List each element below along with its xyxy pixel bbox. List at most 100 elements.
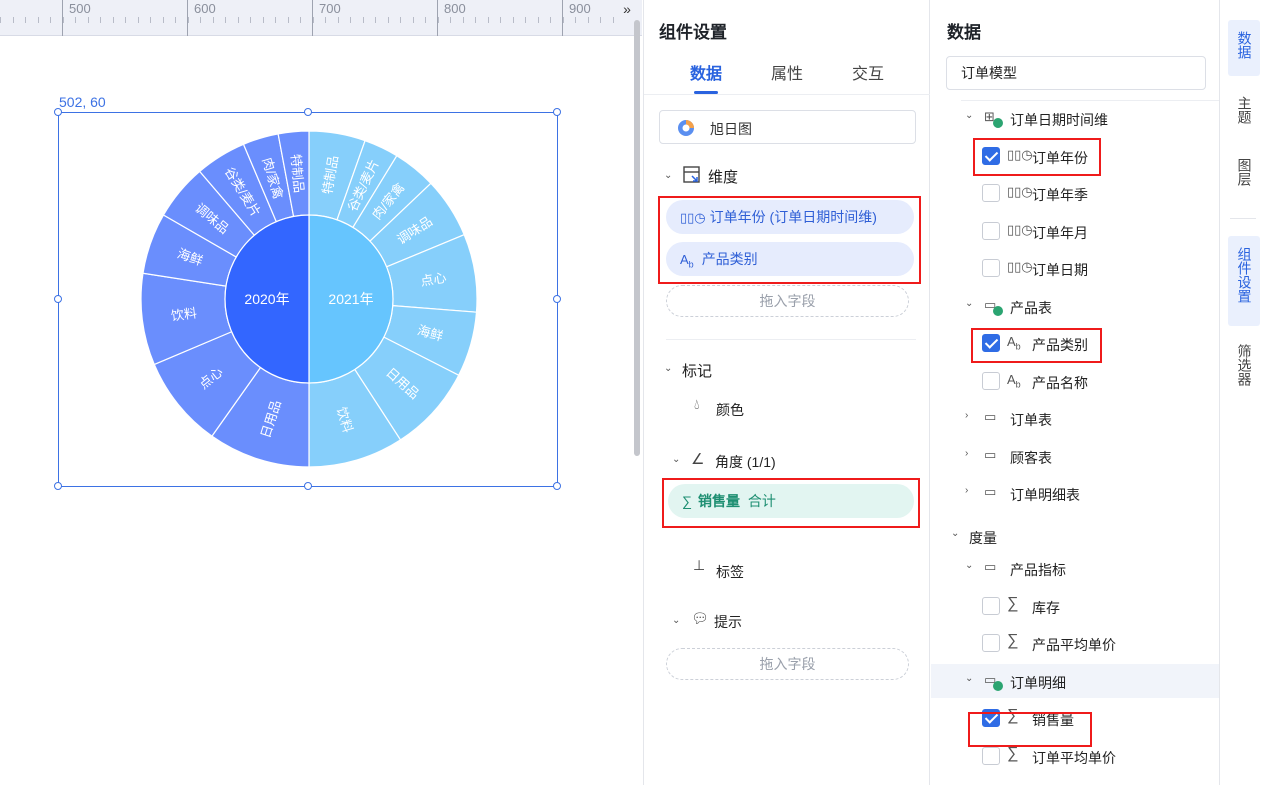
chart-type-select[interactable]: 旭日图 — [659, 110, 916, 144]
rail-label: 组件设置 — [1236, 247, 1253, 303]
resize-handle-s[interactable] — [304, 482, 312, 490]
resize-handle-sw[interactable] — [54, 482, 62, 490]
folder-icon: ▭ — [984, 559, 997, 574]
checkbox[interactable] — [982, 709, 1000, 727]
tree-item-1[interactable]: ▯▯◷订单年份 — [931, 139, 1219, 173]
chevron-down-icon[interactable]: ⌄ — [965, 560, 974, 571]
checkbox[interactable] — [982, 184, 1000, 202]
chevron-down-icon[interactable]: ⌄ — [672, 615, 681, 626]
angle-channel-label[interactable]: 角度 (1/1) — [715, 454, 776, 470]
check-badge-icon — [993, 680, 1003, 691]
tree-item-4[interactable]: ▯▯◷订单日期 — [931, 251, 1219, 285]
chevron-down-icon[interactable]: ⌄ — [664, 170, 673, 181]
checkbox[interactable] — [982, 334, 1000, 352]
tree-item-17[interactable]: ∑订单平均单价 — [931, 739, 1219, 773]
tree-item-11[interactable]: ⌄度量 — [931, 519, 1219, 553]
ruler-minor-tick — [338, 17, 339, 23]
ruler-minor-tick — [38, 17, 39, 23]
resize-handle-e[interactable] — [553, 295, 561, 303]
checkbox[interactable] — [982, 221, 1000, 240]
tree-item-label: 产品表 — [1010, 299, 1052, 316]
tree-item-13[interactable]: ∑库存 — [931, 589, 1219, 623]
rail-item-data[interactable]: 数据 — [1228, 20, 1260, 76]
chevron-right-icon[interactable]: › — [965, 447, 969, 459]
chart-selection-box[interactable] — [54, 108, 561, 490]
chevron-down-icon[interactable]: ⌄ — [951, 527, 960, 539]
tree-item-12[interactable]: ⌄▭产品指标 — [931, 551, 1219, 585]
ruler-minor-tick — [175, 17, 176, 23]
chevron-right-icon[interactable]: › — [965, 410, 969, 421]
tree-item-10[interactable]: ›▭订单明细表 — [931, 476, 1219, 510]
ruler-minor-tick — [113, 17, 114, 23]
resize-handle-n[interactable] — [304, 108, 312, 116]
sunburst-inner-segment[interactable] — [224, 214, 310, 384]
ruler-major-tick — [562, 0, 563, 36]
rail-item-theme[interactable]: 主题 — [1228, 92, 1260, 132]
tree-item-9[interactable]: ›▭顾客表 — [931, 439, 1219, 473]
sunburst-outer-label: 特制品 — [288, 153, 307, 193]
chevron-right-icon[interactable]: › — [965, 485, 969, 496]
tree-item-14[interactable]: ∑产品平均单价 — [931, 626, 1219, 660]
ruler-minor-tick — [163, 17, 164, 23]
rail-label: 数据 — [1236, 31, 1253, 59]
sunburst-outer-label: 海鲜 — [416, 322, 445, 343]
chevron-down-icon[interactable]: ⌄ — [965, 110, 974, 121]
resize-handle-w[interactable] — [54, 295, 62, 303]
tree-item-label: 订单明细 — [1010, 674, 1066, 691]
rail-item-layers[interactable]: 图层 — [1228, 154, 1260, 194]
canvas-vertical-scrollbar[interactable] — [634, 20, 640, 456]
ruler-major-tick — [62, 0, 63, 36]
time-dimension-icon: ▯▯◷ — [680, 210, 706, 225]
checkbox[interactable] — [982, 259, 1000, 277]
ruler-expand-icon[interactable]: » — [614, 0, 640, 20]
tree-item-0[interactable]: ⌄⊞订单日期时间维 — [931, 101, 1219, 135]
tree-item-15[interactable]: ⌄▭订单明细 — [931, 663, 1219, 698]
label-channel-label[interactable]: 标签 — [716, 564, 744, 580]
angle-field-sales-volume[interactable]: ∑销售量 合计 — [668, 484, 914, 518]
tree-item-8[interactable]: ›▭订单表 — [931, 401, 1219, 435]
tooltip-drop-zone[interactable]: 拖入字段 — [666, 648, 909, 680]
rail-label: 图层 — [1236, 158, 1253, 186]
rail-item-filters[interactable]: 筛选器 — [1228, 340, 1260, 400]
checkbox[interactable] — [982, 634, 1000, 652]
tree-item-5[interactable]: ⌄▭产品表 — [931, 289, 1219, 323]
sunburst-chart[interactable]: 特制品谷类/麦片肉/家禽调味品点心海鲜日用品饮料日用品点心饮料海鲜调味品谷类/麦… — [140, 130, 478, 468]
tree-item-label: 产品类别 — [1032, 337, 1088, 353]
ruler-minor-tick — [563, 17, 564, 23]
tab-data[interactable]: 数据 — [690, 66, 723, 83]
dimension-drop-zone[interactable]: 拖入字段 — [666, 285, 909, 317]
sunburst-inner-segment[interactable] — [308, 214, 394, 384]
rail-label: 主题 — [1236, 96, 1253, 124]
ruler-tick-label: 900 — [569, 1, 591, 16]
data-model-select[interactable]: 订单模型 — [946, 56, 1206, 90]
resize-handle-ne[interactable] — [553, 108, 561, 116]
dimension-field-order-year[interactable]: ▯▯◷订单年份 (订单日期时间维) — [666, 200, 914, 234]
folder-icon: ▭ — [984, 446, 997, 462]
tooltip-channel-label[interactable]: 提示 — [714, 614, 742, 630]
rail-item-component-settings[interactable]: 组件设置 — [1228, 236, 1260, 326]
checkbox[interactable] — [982, 746, 1000, 765]
time-field-icon: ▯▯◷ — [1007, 221, 1033, 237]
checkbox[interactable] — [982, 596, 1000, 615]
ruler-tick-label: 700 — [319, 1, 341, 16]
resize-handle-se[interactable] — [553, 482, 561, 490]
ruler-minor-tick — [50, 17, 51, 23]
chevron-down-icon[interactable]: ⌄ — [664, 363, 673, 374]
tree-item-3[interactable]: ▯▯◷订单年月 — [931, 214, 1219, 248]
tab-interaction[interactable]: 交互 — [852, 66, 885, 83]
chevron-down-icon[interactable]: ⌄ — [965, 672, 974, 684]
checkbox[interactable] — [982, 371, 1000, 390]
tab-properties[interactable]: 属性 — [771, 66, 804, 83]
resize-handle-nw[interactable] — [54, 108, 62, 116]
color-channel-label[interactable]: 颜色 — [716, 402, 744, 418]
tree-item-16[interactable]: ∑销售量 — [931, 701, 1219, 735]
tree-item-2[interactable]: ▯▯◷订单年季 — [931, 176, 1219, 210]
chevron-down-icon[interactable]: ⌄ — [672, 454, 681, 465]
text-field-icon: Ab — [1007, 371, 1021, 390]
chevron-down-icon[interactable]: ⌄ — [965, 297, 974, 309]
checkbox[interactable] — [982, 146, 1000, 165]
